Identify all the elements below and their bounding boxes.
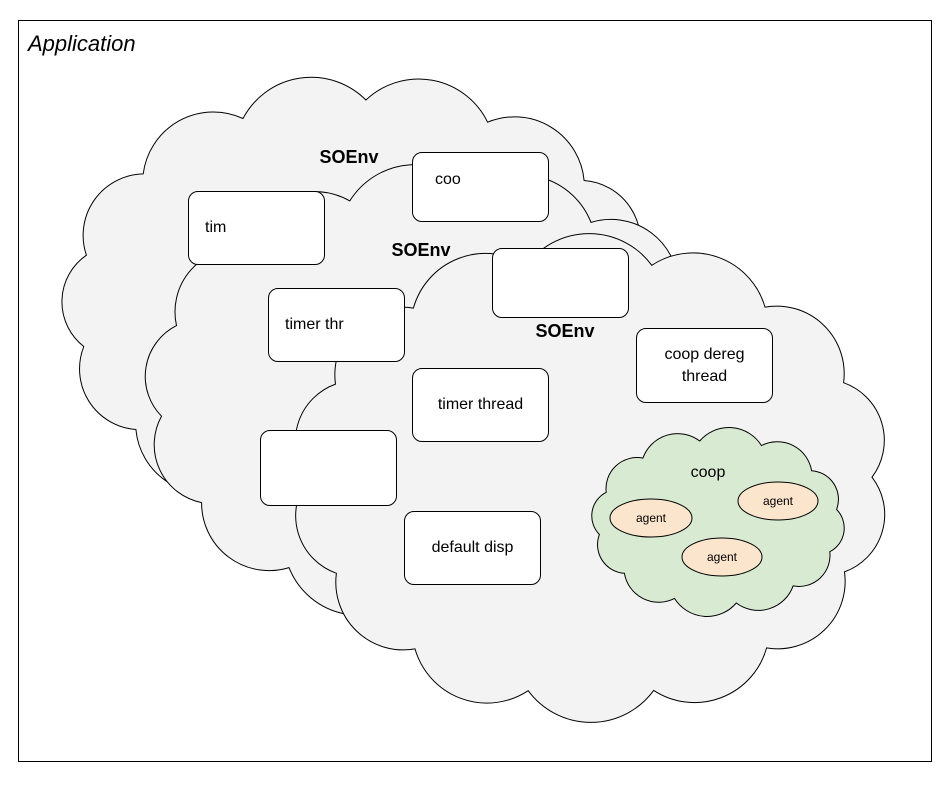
- soenv-label-2: SOEnv: [391, 240, 451, 260]
- coop-dereg-box-1: coo: [412, 152, 549, 222]
- timer-thread-text: timer thread: [437, 396, 524, 414]
- agent-label-3: agent: [706, 550, 738, 564]
- application-frame: [18, 20, 932, 762]
- agent-label-2: agent: [762, 494, 794, 508]
- soenv-label-3: SOEnv: [535, 321, 595, 341]
- timer-thread-box: timer thread: [412, 368, 549, 442]
- agent-ellipse-2: [737, 481, 819, 521]
- coop-dereg-text-1: coo: [435, 171, 461, 189]
- agent-ellipse-1: [609, 498, 693, 538]
- coop-dereg-box-2: [492, 248, 629, 318]
- agent-label-1: agent: [635, 511, 667, 525]
- timer-thread-text-2: timer thr: [285, 316, 344, 334]
- coop-dereg-line1: coop dereg: [664, 345, 745, 363]
- timer-thread-text-1: tim: [205, 219, 227, 237]
- agent-ellipse-3: [681, 537, 763, 577]
- default-disp-box: default disp: [404, 511, 541, 585]
- soenv-label-1: SOEnv: [319, 147, 379, 167]
- timer-thread-box-2: timer thr: [268, 288, 405, 362]
- coop-dereg-thread-box: coop dereg thread: [636, 328, 773, 403]
- default-disp-box-2: [260, 430, 397, 506]
- timer-thread-box-1: tim: [188, 191, 325, 265]
- default-disp-text: default disp: [431, 539, 514, 557]
- coop-label: coop: [690, 464, 726, 481]
- application-title: Application: [28, 31, 136, 56]
- coop-cloud: [591, 427, 845, 617]
- coop-dereg-line2: thread: [681, 367, 728, 385]
